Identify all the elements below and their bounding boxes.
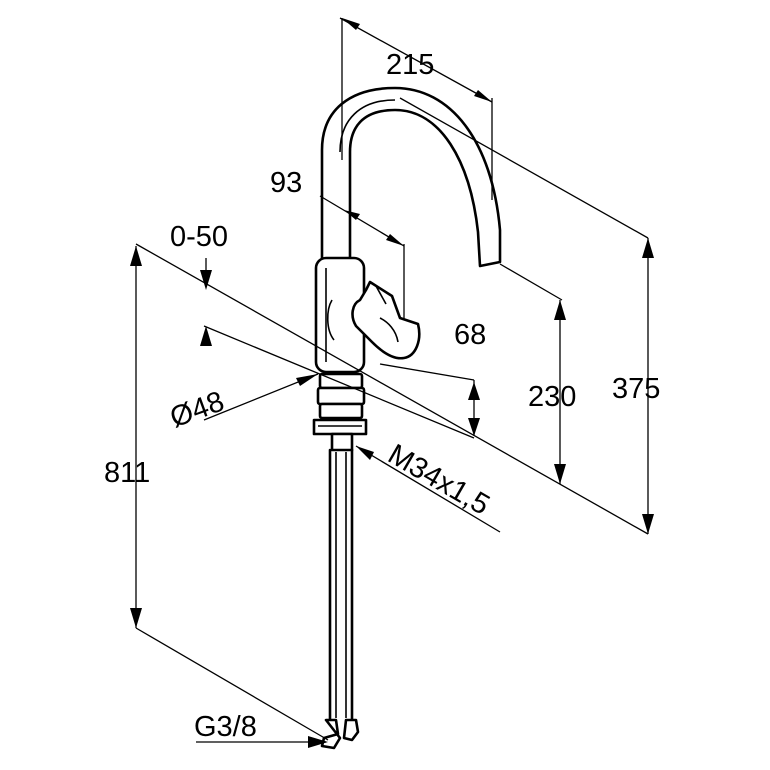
dim-connection-label: G3/8 xyxy=(194,711,257,743)
dim-spout-height-label: 230 xyxy=(528,381,576,413)
dimension-labels: 215 93 0-50 68 Ø48 M34x1,5 230 375 811 G… xyxy=(104,49,660,743)
dim-total-height-label: 375 xyxy=(612,373,660,405)
dim-reach-label: 215 xyxy=(386,49,434,81)
faucet-lever-handle xyxy=(351,280,421,360)
faucet-spout xyxy=(320,86,502,268)
dim-thread-label: M34x1,5 xyxy=(383,438,495,521)
dim-lever-label: 93 xyxy=(270,167,302,199)
faucet-mount-thread xyxy=(312,372,368,452)
dim-overall-length-label: 811 xyxy=(104,457,150,489)
supply-hoses xyxy=(320,448,360,750)
dim-diameter-label: Ø48 xyxy=(166,386,228,435)
dimension-lines xyxy=(130,17,654,748)
dim-adjust-label: 0-50 xyxy=(170,221,228,253)
dim-base-height-label: 68 xyxy=(454,319,486,351)
